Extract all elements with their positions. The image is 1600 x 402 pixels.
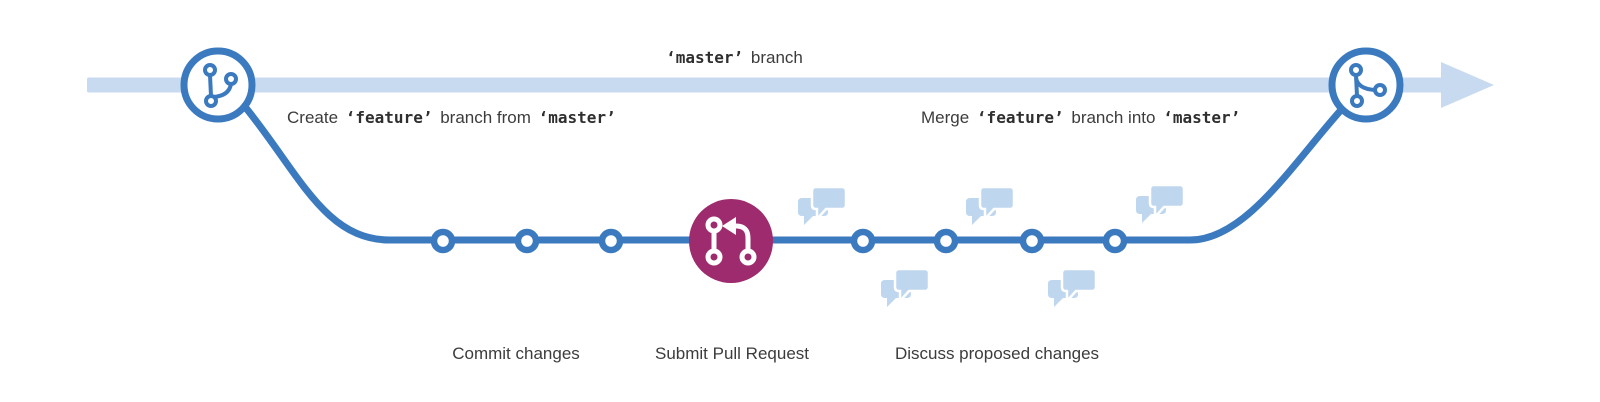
commit-node xyxy=(430,228,456,254)
git-pull-request-icon xyxy=(705,216,757,266)
chat-bubbles-icon xyxy=(1134,183,1186,225)
master-branch-label: ‘master’ branch xyxy=(663,48,803,68)
create-branch-label: Create ‘feature’ branch from ‘master’ xyxy=(287,108,619,128)
feature-branch-line xyxy=(242,104,1345,244)
commit-nodes xyxy=(430,228,1128,254)
master-code-text: ‘master’ xyxy=(1163,108,1241,127)
commit-node xyxy=(1019,228,1045,254)
merge-branch-label: Merge ‘feature’ branch into ‘master’ xyxy=(921,108,1243,128)
feature-code-text: ‘feature’ xyxy=(345,108,433,127)
branch-into-text: branch into xyxy=(1071,108,1156,127)
commit-node xyxy=(850,228,876,254)
branch-from-text: branch from xyxy=(440,108,531,127)
master-code-text: ‘master’ xyxy=(538,108,616,127)
commit-node xyxy=(514,228,540,254)
arrow-right-icon xyxy=(1441,62,1494,108)
feature-code-text: ‘feature’ xyxy=(976,108,1064,127)
chat-bubbles-icon xyxy=(879,267,931,309)
pull-request-node xyxy=(689,199,773,283)
master-code-text: ‘master’ xyxy=(666,48,744,67)
branch-point-node xyxy=(180,47,256,123)
git-branch-icon xyxy=(203,63,238,108)
commit-node xyxy=(1102,228,1128,254)
merge-text: Merge xyxy=(921,108,970,127)
chat-bubbles-icon xyxy=(796,185,848,227)
chat-bubbles-icon xyxy=(964,185,1016,227)
commit-node xyxy=(598,228,624,254)
git-merge-icon xyxy=(1349,63,1387,108)
master-branch-text: branch xyxy=(746,48,803,67)
commit-node xyxy=(933,228,959,254)
commit-changes-label: Commit changes xyxy=(452,344,580,363)
discuss-changes-label: Discuss proposed changes xyxy=(894,344,1100,363)
chat-bubbles-icon xyxy=(1046,267,1098,309)
create-text: Create xyxy=(287,108,339,127)
master-branch-line xyxy=(87,62,1494,108)
submit-pull-request-label: Submit Pull Request xyxy=(654,344,810,363)
merge-point-node xyxy=(1328,47,1404,123)
